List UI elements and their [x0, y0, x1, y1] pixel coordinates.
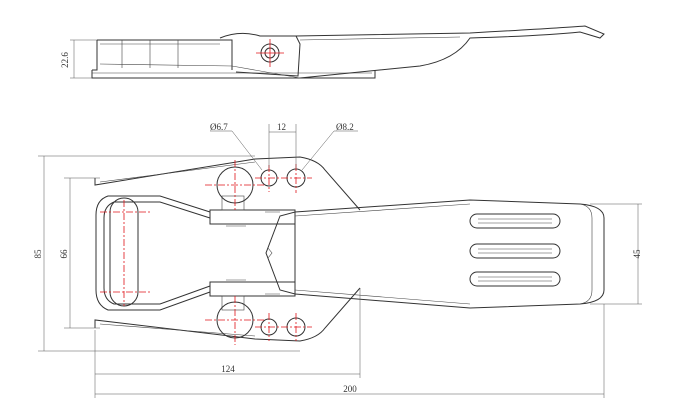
side-body: [92, 39, 233, 71]
side-body-edge: [99, 63, 301, 79]
side-body-ribs: [100, 40, 220, 68]
lever-tip: [579, 203, 593, 305]
hinge-tab-upper: [221, 195, 245, 211]
side-lever: [295, 25, 605, 79]
center-housing: [265, 211, 296, 295]
hinge-block-upper: [209, 209, 296, 225]
hinge-details: [226, 211, 280, 295]
dim-inner-height: 66: [59, 249, 69, 259]
dim-total-length: 200: [343, 384, 357, 394]
dim-hole-spacing: 12: [277, 122, 286, 132]
wire-loop-inner: [103, 201, 211, 305]
wire-loop-outer: [95, 195, 211, 311]
slot-2: [469, 243, 561, 259]
leader-small-hole: [210, 130, 263, 171]
dim-side-height: 22.6: [60, 52, 70, 68]
side-lever-inner: [299, 36, 461, 41]
base-plate-outline: [94, 156, 361, 342]
slot-3: [469, 271, 561, 287]
dim-hole-small: Ø6.7: [210, 122, 228, 132]
leader-large-hole: [301, 130, 358, 171]
side-hinge: [219, 32, 301, 77]
hinge-block-lower: [209, 281, 296, 297]
dim-base-length: 124: [221, 364, 235, 374]
slot-1: [469, 213, 561, 229]
hinge-tab-lower: [221, 295, 245, 311]
base-plate-inner: [99, 161, 256, 337]
center-notch: [267, 247, 273, 259]
lever-arm: [294, 199, 605, 309]
top-view: Ø6.7 Ø8.2 12 85 66 45 124 200: [33, 122, 642, 398]
slot-inner-lines: [478, 218, 552, 282]
dim-plate-width: 45: [632, 249, 642, 259]
side-view: 22.6: [60, 25, 605, 79]
lever-arm-inner: [294, 203, 471, 305]
side-base-plate: [91, 70, 376, 79]
dim-overall-height: 85: [33, 249, 43, 259]
dim-hole-large: Ø8.2: [336, 122, 354, 132]
